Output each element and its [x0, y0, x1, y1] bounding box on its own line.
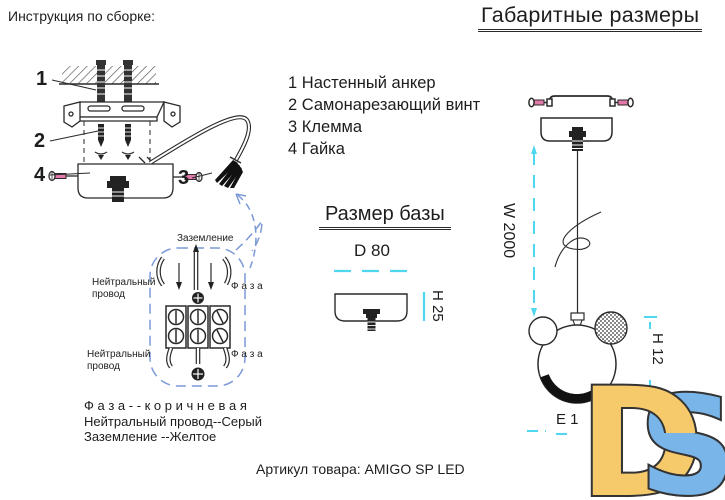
side-screw-icon — [48, 170, 78, 182]
page-title: Инструкция по сборке: — [8, 8, 156, 24]
lamp-base-shadow — [540, 374, 597, 403]
assembly-diagram — [48, 60, 252, 202]
ds-watermark-logo: S D S — [583, 381, 725, 500]
cable-icon — [148, 115, 252, 188]
pendant-bracket-icon — [528, 95, 634, 108]
callout-arrow — [235, 193, 257, 269]
callout-leaders — [49, 79, 213, 179]
base-nut-icon — [363, 309, 380, 331]
pendant-drawing — [527, 95, 657, 435]
wire-length-label: W 2000 — [500, 203, 517, 259]
list-item: 3 Клемма — [288, 118, 363, 136]
callout-3: 3 — [178, 167, 190, 189]
diameter-label: D 80 — [354, 241, 390, 260]
wire-color-notes: Ф а з а - - к о р и ч н е в а я Нейтраль… — [84, 398, 262, 445]
socket-dimension-marks — [527, 430, 573, 435]
note-line: Ф а з а - - к о р и ч н е в а я — [84, 398, 247, 413]
callout-1: 1 — [36, 68, 48, 90]
socket-label: E 1 — [556, 411, 579, 428]
wiring-diagram — [149, 193, 263, 387]
textured-sphere-icon — [594, 311, 628, 345]
height-dimension-marks — [644, 316, 657, 392]
neutral-label: Нейтральный провод — [87, 349, 151, 372]
ceiling-hatch — [59, 66, 159, 85]
list-item: 2 Самонарезающий винт — [288, 96, 481, 114]
note-line: Нейтральный провод--Серый — [84, 413, 262, 429]
ground-screw-icon — [191, 367, 205, 381]
phase-label: Ф а з а — [231, 349, 263, 360]
list-item: 4 Гайка — [288, 140, 345, 158]
socket-fitting-icon — [570, 312, 585, 321]
lamp-height-label: H 12 — [649, 333, 666, 365]
ground-screw-icon — [192, 292, 204, 304]
phase-label: Ф а з а — [231, 281, 263, 292]
dimensions-title: Габаритные размеры — [478, 3, 703, 32]
screw-icon — [94, 124, 108, 160]
logo-letter-d: D — [583, 381, 704, 500]
base-size-heading: Размер базы — [319, 203, 451, 230]
center-nut-icon — [107, 176, 129, 202]
parts-list: 1 Настенный анкер 2 Самонарезающий винт … — [288, 72, 480, 160]
article-number: Артикул товара: AMIGO SP LED — [256, 461, 465, 477]
terminal-block-icon — [165, 305, 231, 349]
list-item: 1 Настенный анкер — [288, 74, 436, 92]
callout-2: 2 — [34, 130, 46, 152]
note-line: Заземление --Желтое — [84, 429, 217, 444]
wire-ends-icon — [215, 160, 243, 188]
lamp-sphere-icon — [537, 324, 617, 404]
wire-break-symbol — [554, 211, 602, 268]
canopy-icon — [48, 156, 203, 202]
base-height-label: H 25 — [429, 290, 446, 322]
small-sphere-icon — [528, 316, 558, 346]
screw-icon — [121, 124, 135, 160]
neutral-label: Нейтральный провод — [92, 277, 156, 300]
base-drawing — [334, 269, 426, 331]
logo-letter-s-overlay: S — [639, 381, 725, 500]
wire-dimension-line — [531, 145, 537, 317]
ground-label: Заземление — [177, 233, 234, 244]
logo-letter-s: S — [639, 381, 725, 500]
pendant-nut-icon — [569, 127, 586, 151]
bracket-icon — [63, 101, 181, 128]
callout-4: 4 — [34, 164, 46, 186]
